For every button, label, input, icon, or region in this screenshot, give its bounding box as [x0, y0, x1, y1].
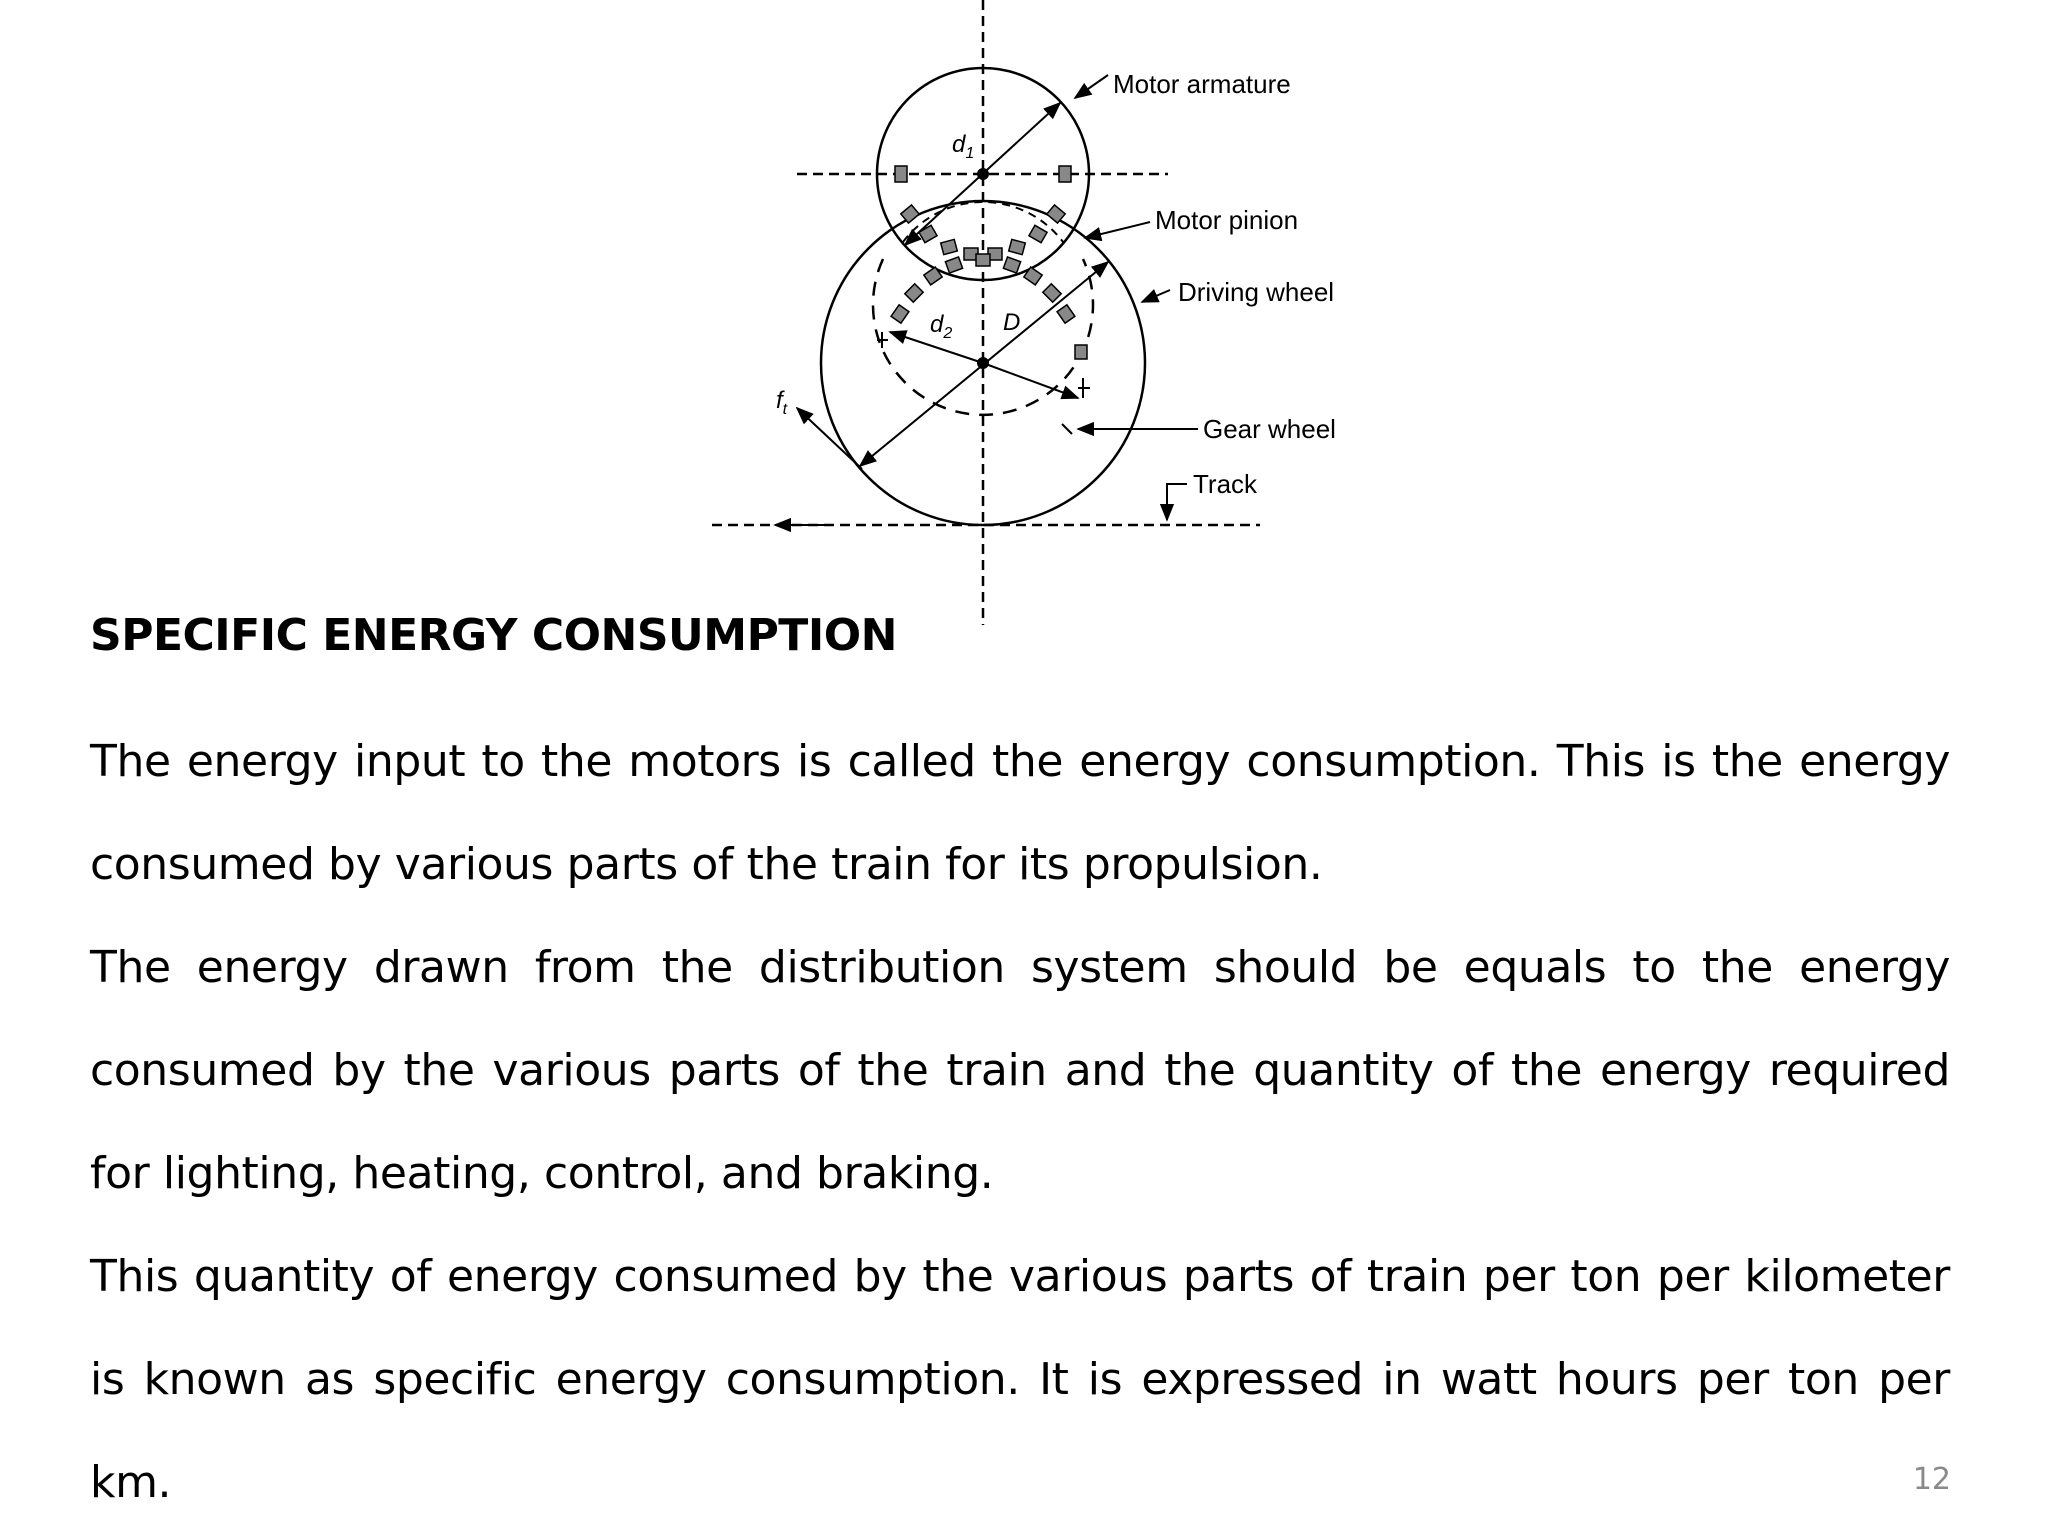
paragraph-3: This quantity of energy consumed by the …	[90, 1251, 1950, 1508]
label-driving-wheel: Driving wheel	[1178, 277, 1334, 307]
motor-armature-leader	[1073, 74, 1109, 100]
driving-wheel-leader	[1140, 289, 1171, 303]
d1-line	[903, 101, 1062, 247]
paragraph-2: The energy drawn from the distribution s…	[90, 942, 1950, 1199]
label-ft: ft	[776, 387, 788, 418]
label-motor-pinion: Motor pinion	[1155, 205, 1298, 235]
gear-tick-left	[877, 332, 888, 348]
label-track: Track	[1193, 469, 1258, 499]
section-title: SPECIFIC ENERGY CONSUMPTION	[90, 610, 897, 661]
gear-wheel-tick	[1061, 423, 1073, 435]
label-motor-armature: Motor armature	[1113, 69, 1291, 99]
gear-drive-diagram: Motor armature Motor pinion Driving whee…	[712, 0, 1336, 625]
gear-teeth	[890, 253, 1088, 360]
body-text: The energy input to the motors is called…	[90, 710, 1950, 1534]
label-gear-wheel: Gear wheel	[1203, 414, 1336, 444]
paragraph-1: The energy input to the motors is called…	[90, 736, 1950, 890]
d2-line-right	[982, 362, 1080, 400]
track-leader	[1159, 483, 1187, 522]
gear-tick-right	[1078, 378, 1090, 398]
d2-line-left	[888, 330, 984, 364]
label-D: D	[1003, 309, 1020, 336]
label-d2: d2	[930, 311, 952, 342]
ft-arrow	[795, 406, 863, 470]
label-d1: d1	[952, 131, 974, 162]
page-number: 12	[1912, 1462, 1951, 1497]
motor-pinion-leader	[1083, 221, 1151, 242]
